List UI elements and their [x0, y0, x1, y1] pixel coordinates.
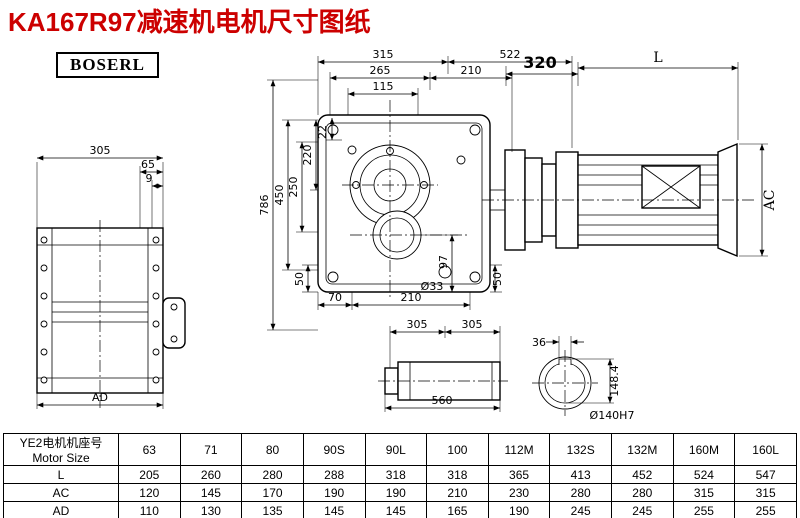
col-header: 160L: [734, 433, 797, 466]
technical-drawing: 315 522 265 210 115 22 220: [36, 48, 778, 422]
row-label-L: L: [3, 465, 119, 484]
cell: 245: [611, 501, 674, 518]
table-header-en: Motor Size: [32, 451, 90, 465]
dim-label-50-right: 50: [491, 272, 504, 286]
cell: 413: [549, 465, 612, 484]
cell: 110: [118, 501, 181, 518]
cell: 245: [549, 501, 612, 518]
left-view: [36, 220, 186, 408]
col-header: 132S: [549, 433, 612, 466]
col-header: 90S: [302, 433, 366, 466]
dim-label-148-4: 148.4: [608, 365, 621, 397]
cell: 524: [672, 465, 736, 484]
table-row: AD 110 130 135 145 145 165 190 245 245 2…: [3, 501, 797, 518]
col-header: 100: [426, 433, 489, 466]
table-row: L 205 260 280 288 318 318 365 413 452 52…: [3, 465, 797, 484]
dim-label-220: 220: [301, 145, 314, 166]
dim-label-70: 70: [328, 291, 342, 304]
table-row: AC 120 145 170 190 190 210 230 280 280 3…: [3, 483, 797, 502]
cell: 318: [426, 465, 489, 484]
col-header: 63: [118, 433, 181, 466]
main-view: [317, 100, 491, 300]
dim-label-65: 65: [141, 158, 155, 171]
cell: 255: [672, 501, 736, 518]
dim-label-210-bottom: 210: [401, 291, 422, 304]
dim-label-210-top: 210: [461, 64, 482, 77]
cell: 280: [549, 483, 612, 502]
table-header-cn: YE2电机机座号: [19, 436, 103, 450]
cell: 365: [487, 465, 551, 484]
dim-label-115: 115: [373, 80, 394, 93]
cell: 288: [302, 465, 366, 484]
dim-label-dia140H7: Ø140H7: [590, 409, 635, 422]
cell: 170: [241, 483, 304, 502]
motor-size-table: YE2电机机座号 Motor Size 63 71 80 90S 90L 100…: [3, 433, 797, 518]
dim-label-560: 560: [432, 394, 453, 407]
dim-label-dia33: Ø33: [421, 280, 444, 293]
dim-label-305-left: 305: [90, 144, 111, 157]
cell: 205: [118, 465, 181, 484]
page-title: KA167R97减速机电机尺寸图纸: [8, 7, 371, 37]
col-header: 132M: [611, 433, 674, 466]
row-label-AD: AD: [3, 501, 119, 518]
dim-label-36: 36: [532, 336, 546, 349]
shaft-part-view: [378, 361, 508, 401]
cell: 145: [364, 501, 428, 518]
cell: 318: [364, 465, 428, 484]
dim-label-522: 522: [500, 48, 521, 61]
cell: 547: [734, 465, 797, 484]
dim-label-9: 9: [146, 172, 153, 185]
dim-label-305b: 305: [462, 318, 483, 331]
cell: 130: [179, 501, 243, 518]
cell: 230: [487, 483, 551, 502]
col-header: 90L: [364, 433, 428, 466]
cell: 190: [302, 483, 366, 502]
dimensions: 315 522 265 210 115 22 220: [36, 48, 778, 422]
cell: 280: [611, 483, 674, 502]
dim-label-AC: AC: [762, 190, 778, 212]
cell: 260: [179, 465, 243, 484]
cell: 190: [487, 501, 551, 518]
cell: 135: [241, 501, 304, 518]
dim-label-265: 265: [370, 64, 391, 77]
dim-label-50-left: 50: [293, 272, 306, 286]
row-label-AC: AC: [3, 483, 119, 502]
table-header-motor-size: YE2电机机座号 Motor Size: [3, 433, 119, 466]
cell: 315: [672, 483, 736, 502]
dim-label-305a: 305: [407, 318, 428, 331]
dim-label-AD: AD: [92, 391, 108, 404]
cell: 120: [118, 483, 181, 502]
dim-label-786: 786: [258, 195, 271, 216]
cell: 315: [734, 483, 797, 502]
dim-label-250: 250: [287, 177, 300, 198]
col-header: 80: [241, 433, 304, 466]
cell: 145: [179, 483, 243, 502]
cell: 165: [426, 501, 489, 518]
cell: 452: [611, 465, 674, 484]
dim-label-22: 22: [316, 125, 329, 139]
dim-label-320: 320: [523, 53, 556, 72]
cell: 190: [364, 483, 428, 502]
dim-label-450: 450: [273, 185, 286, 206]
col-header: 112M: [487, 433, 551, 466]
cell: 255: [734, 501, 797, 518]
col-header: 160M: [672, 433, 736, 466]
motor-view: [482, 142, 756, 258]
col-header: 71: [179, 433, 243, 466]
brand-logo: BOSERL: [56, 52, 159, 78]
bore-section-view: [532, 350, 598, 416]
dim-label-315: 315: [373, 48, 394, 61]
cell: 280: [241, 465, 304, 484]
cell: 145: [302, 501, 366, 518]
dim-label-97: 97: [437, 255, 450, 269]
cell: 210: [426, 483, 489, 502]
dim-label-L: L: [653, 50, 662, 66]
